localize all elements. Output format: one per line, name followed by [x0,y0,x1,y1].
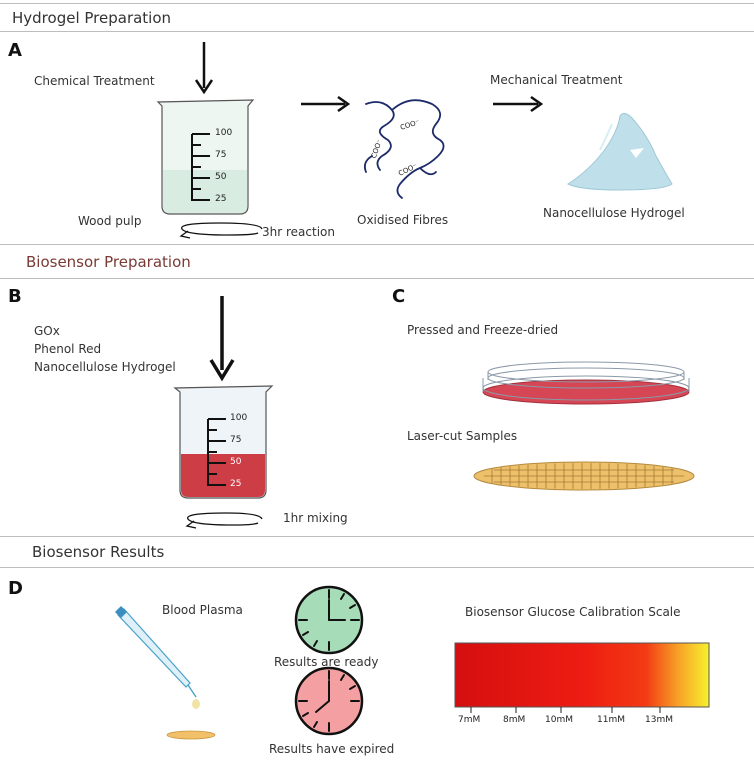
arrow-down-b [209,296,235,382]
nanocellulose-hydrogel-icon [566,112,673,191]
scale-ticks [470,707,661,713]
petri-dish-icon [482,361,690,405]
label-3hr-reaction: 3hr reaction [262,225,335,239]
clock-ready-icon [294,585,364,655]
label-results-ready: Results are ready [274,655,379,669]
divider-results-section [0,536,754,537]
label-wood-pulp: Wood pulp [78,214,142,228]
clock-expired-icon [294,666,364,736]
panel-label-a: A [8,40,22,61]
beaker-a [156,99,255,215]
label-mechanical-treatment: Mechanical Treatment [490,73,623,87]
label-chemical-treatment: Chemical Treatment [34,74,155,88]
panel-label-b: B [8,286,22,307]
label-nanocellulose-hydrogel: Nanocellulose Hydrogel [543,206,685,220]
scale-tick-11mm: 11mM [597,715,625,725]
glucose-calibration-scale [454,642,710,708]
beaker-b-tick-50: 50 [230,457,242,467]
arrow-right-a2 [493,95,544,113]
section-title-hydrogel: Hydrogel Preparation [12,9,172,27]
scale-tick-7mm: 7mM [458,715,481,725]
divider-a-top [0,31,754,32]
beaker-a-tick-50: 50 [215,172,227,182]
label-laser-cut-samples: Laser-cut Samples [407,429,518,443]
scale-tick-13mm: 13mM [645,715,673,725]
label-scale-title: Biosensor Glucose Calibration Scale [465,605,681,619]
label-1hr-mixing: 1hr mixing [283,511,348,525]
ingredient-phenol-red: Phenol Red [34,342,102,356]
beaker-a-tick-75: 75 [215,150,227,160]
label-results-expired: Results have expired [269,742,395,756]
label-pressed-freeze-dried: Pressed and Freeze-dried [407,323,559,337]
sample-disc-icon [166,730,216,740]
arrow-down-a [194,42,214,95]
oxidised-fibres-icon [363,99,445,199]
divider-d-top [0,567,754,568]
beaker-a-tick-100: 100 [215,128,233,138]
stir-arrow-a [179,222,263,239]
pipette-icon [115,606,200,709]
beaker-b [173,385,274,499]
scale-tick-10mm: 10mM [545,715,573,725]
laser-cut-samples-icon [473,461,695,491]
beaker-a-tick-25: 25 [215,194,227,204]
beaker-b-tick-75: 75 [230,435,242,445]
ingredient-gox: GOx [34,324,60,338]
section-title-results: Biosensor Results [32,543,165,561]
beaker-b-tick-100: 100 [230,413,248,423]
top-divider [0,3,754,4]
beaker-b-tick-25: 25 [230,479,242,489]
panel-label-c: C [392,286,406,307]
label-blood-plasma: Blood Plasma [162,603,243,617]
divider-b-top [0,278,754,279]
divider-b-section [0,244,754,245]
panel-label-d: D [8,578,23,599]
stir-arrow-b [185,512,263,529]
ingredient-hydrogel: Nanocellulose Hydrogel [34,360,176,374]
label-oxidised-fibres: Oxidised Fibres [357,213,449,227]
scale-tick-8mm: 8mM [503,715,526,725]
arrow-right-a1 [301,95,351,113]
section-title-biosensor: Biosensor Preparation [26,253,191,271]
